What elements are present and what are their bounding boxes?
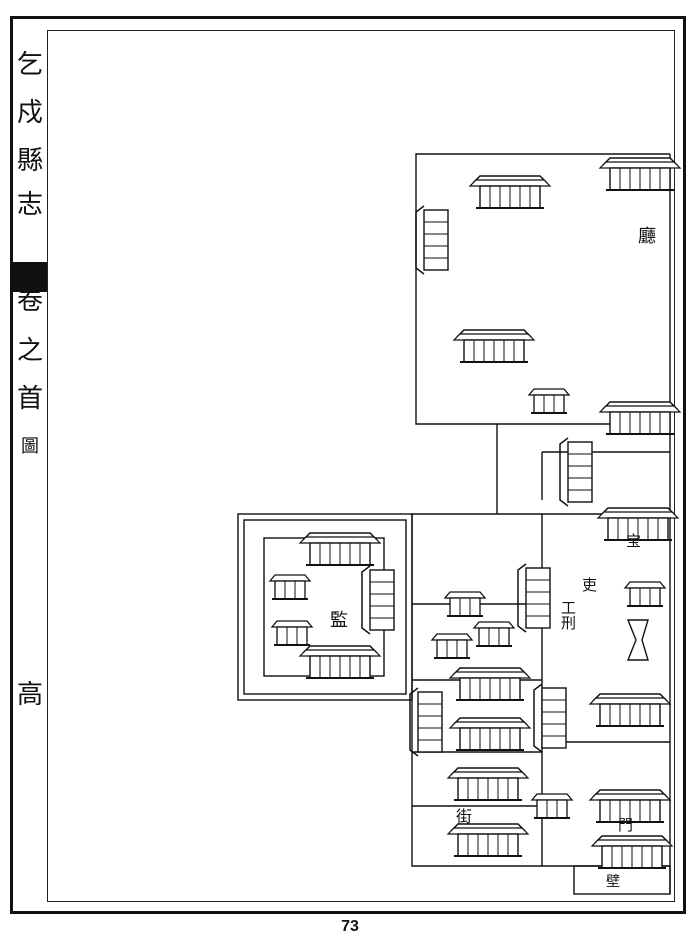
- label-li: 吏: [582, 576, 597, 594]
- label-jian-yu: 監: [330, 610, 348, 631]
- label-wall: 壁: [606, 874, 620, 890]
- page-border-outer: [10, 16, 686, 914]
- margin-title-char: 志: [16, 190, 43, 220]
- margin-title-char: 縣: [16, 146, 43, 176]
- margin-title-char: 乞: [16, 50, 43, 80]
- label-gong-xing: 工刑: [559, 600, 577, 631]
- margin-section-char: 圖: [21, 436, 39, 457]
- label-street: 街: [456, 807, 486, 826]
- page-border-inner: [47, 30, 675, 902]
- margin-volume-char: 首: [16, 384, 43, 414]
- fishtail-mark: [13, 262, 47, 292]
- map-labels: 廳 宝 監 工刑 吏 門 街 壁: [330, 226, 656, 890]
- label-treasury: 宝: [626, 532, 641, 550]
- margin-title-column: 乞 戍 縣 志 卷 之 首 圖 高: [12, 40, 46, 840]
- map-outlines: [237, 153, 671, 895]
- page-number: 73: [341, 918, 359, 935]
- label-gate: 門: [618, 816, 633, 834]
- margin-folio-char: 高: [16, 680, 43, 710]
- building-icons: [269, 157, 681, 869]
- margin-volume-char: 之: [16, 336, 43, 366]
- label-hall: 廳: [638, 226, 656, 247]
- margin-title-char: 戍: [16, 98, 43, 128]
